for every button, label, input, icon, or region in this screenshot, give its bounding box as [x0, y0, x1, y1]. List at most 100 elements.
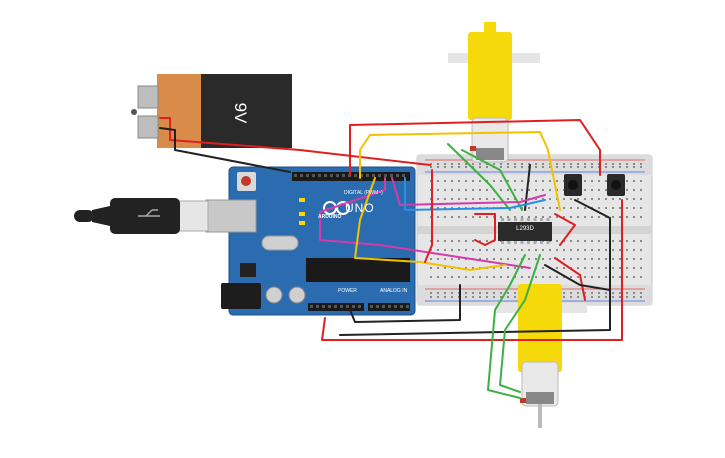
- breadboard-hole[interactable]: [479, 258, 481, 260]
- breadboard-hole[interactable]: [577, 267, 579, 269]
- breadboard-hole[interactable]: [521, 267, 523, 269]
- breadboard-hole[interactable]: [486, 166, 488, 168]
- breadboard-hole[interactable]: [640, 296, 642, 298]
- breadboard-hole[interactable]: [451, 198, 453, 200]
- breadboard-hole[interactable]: [612, 292, 614, 294]
- breadboard-hole[interactable]: [507, 241, 511, 244]
- breadboard-hole[interactable]: [612, 296, 614, 298]
- breadboard-hole[interactable]: [444, 207, 446, 209]
- breadboard-hole[interactable]: [472, 292, 474, 294]
- breadboard-hole[interactable]: [626, 166, 628, 168]
- breadboard-hole[interactable]: [640, 216, 642, 218]
- breadboard-hole[interactable]: [542, 267, 544, 269]
- breadboard-hole[interactable]: [514, 189, 516, 191]
- breadboard-hole[interactable]: [605, 166, 607, 168]
- breadboard-hole[interactable]: [605, 207, 607, 209]
- breadboard-hole[interactable]: [514, 267, 516, 269]
- breadboard-hole[interactable]: [318, 174, 321, 177]
- breadboard-hole[interactable]: [472, 189, 474, 191]
- breadboard-hole[interactable]: [451, 166, 453, 168]
- breadboard-hole[interactable]: [528, 216, 530, 218]
- breadboard-hole[interactable]: [527, 218, 530, 221]
- breadboard-hole[interactable]: [598, 216, 600, 218]
- breadboard-hole[interactable]: [598, 276, 600, 278]
- breadboard-hole[interactable]: [540, 241, 543, 244]
- breadboard-hole[interactable]: [633, 276, 635, 278]
- wire-green-bottom-1[interactable]: [487, 254, 526, 399]
- breadboard-hole[interactable]: [619, 258, 621, 260]
- breadboard-hole[interactable]: [528, 207, 530, 209]
- breadboard-hole[interactable]: [500, 249, 502, 251]
- breadboard-hole[interactable]: [402, 174, 405, 177]
- breadboard-hole[interactable]: [619, 207, 621, 209]
- breadboard-hole[interactable]: [535, 216, 537, 218]
- breadboard-hole[interactable]: [451, 207, 453, 209]
- breadboard-hole[interactable]: [500, 180, 502, 182]
- breadboard-hole[interactable]: [451, 249, 453, 251]
- breadboard-hole[interactable]: [486, 292, 488, 294]
- breadboard-hole[interactable]: [598, 267, 600, 269]
- breadboard-hole[interactable]: [376, 305, 379, 308]
- breadboard-hole[interactable]: [528, 189, 530, 191]
- breadboard-hole[interactable]: [451, 292, 453, 294]
- breadboard-hole[interactable]: [507, 267, 509, 269]
- breadboard-hole[interactable]: [514, 258, 516, 260]
- breadboard-hole[interactable]: [612, 267, 614, 269]
- breadboard-hole[interactable]: [465, 249, 467, 251]
- breadboard-hole[interactable]: [626, 296, 628, 298]
- breadboard-hole[interactable]: [500, 163, 502, 165]
- breadboard-hole[interactable]: [640, 276, 642, 278]
- motor-top[interactable]: [448, 22, 540, 163]
- breadboard-hole[interactable]: [458, 249, 460, 251]
- breadboard-hole[interactable]: [500, 267, 502, 269]
- breadboard-hole[interactable]: [500, 216, 502, 218]
- breadboard-hole[interactable]: [605, 240, 607, 242]
- wire-yellow-top[interactable]: [359, 131, 561, 211]
- wire-green-top-2[interactable]: [461, 149, 523, 211]
- breadboard-hole[interactable]: [493, 180, 495, 182]
- breadboard-hole[interactable]: [458, 180, 460, 182]
- breadboard-hole[interactable]: [633, 240, 635, 242]
- breadboard-hole[interactable]: [633, 166, 635, 168]
- breadboard-hole[interactable]: [640, 166, 642, 168]
- breadboard-hole[interactable]: [640, 207, 642, 209]
- breadboard-hole[interactable]: [500, 276, 502, 278]
- breadboard-hole[interactable]: [521, 166, 523, 168]
- breadboard-hole[interactable]: [626, 240, 628, 242]
- breadboard-hole[interactable]: [584, 240, 586, 242]
- breadboard-hole[interactable]: [591, 296, 593, 298]
- breadboard-hole[interactable]: [346, 305, 349, 308]
- breadboard-hole[interactable]: [528, 249, 530, 251]
- breadboard-hole[interactable]: [382, 305, 385, 308]
- breadboard-hole[interactable]: [570, 258, 572, 260]
- breadboard-hole[interactable]: [591, 163, 593, 165]
- breadboard-hole[interactable]: [458, 258, 460, 260]
- breadboard-hole[interactable]: [472, 166, 474, 168]
- breadboard-hole[interactable]: [514, 296, 516, 298]
- breadboard-hole[interactable]: [458, 189, 460, 191]
- breadboard-hole[interactable]: [501, 241, 504, 244]
- breadboard-hole[interactable]: [430, 276, 432, 278]
- breadboard-hole[interactable]: [633, 267, 635, 269]
- breadboard-hole[interactable]: [563, 267, 565, 269]
- breadboard-hole[interactable]: [444, 198, 446, 200]
- breadboard-hole[interactable]: [563, 166, 565, 168]
- breadboard-hole[interactable]: [633, 258, 635, 260]
- breadboard-hole[interactable]: [584, 276, 586, 278]
- breadboard-hole[interactable]: [300, 174, 303, 177]
- breadboard-hole[interactable]: [535, 189, 537, 191]
- breadboard-hole[interactable]: [605, 276, 607, 278]
- arduino-board[interactable]: [221, 166, 416, 316]
- breadboard-hole[interactable]: [507, 218, 511, 221]
- breadboard-hole[interactable]: [546, 218, 550, 221]
- breadboard-hole[interactable]: [306, 174, 309, 177]
- breadboard-hole[interactable]: [507, 166, 509, 168]
- breadboard-hole[interactable]: [521, 276, 523, 278]
- breadboard-hole[interactable]: [479, 240, 481, 242]
- breadboard-hole[interactable]: [388, 305, 391, 308]
- breadboard-hole[interactable]: [542, 163, 544, 165]
- breadboard-hole[interactable]: [486, 258, 488, 260]
- breadboard-hole[interactable]: [507, 198, 509, 200]
- breadboard-hole[interactable]: [444, 166, 446, 168]
- breadboard-hole[interactable]: [479, 249, 481, 251]
